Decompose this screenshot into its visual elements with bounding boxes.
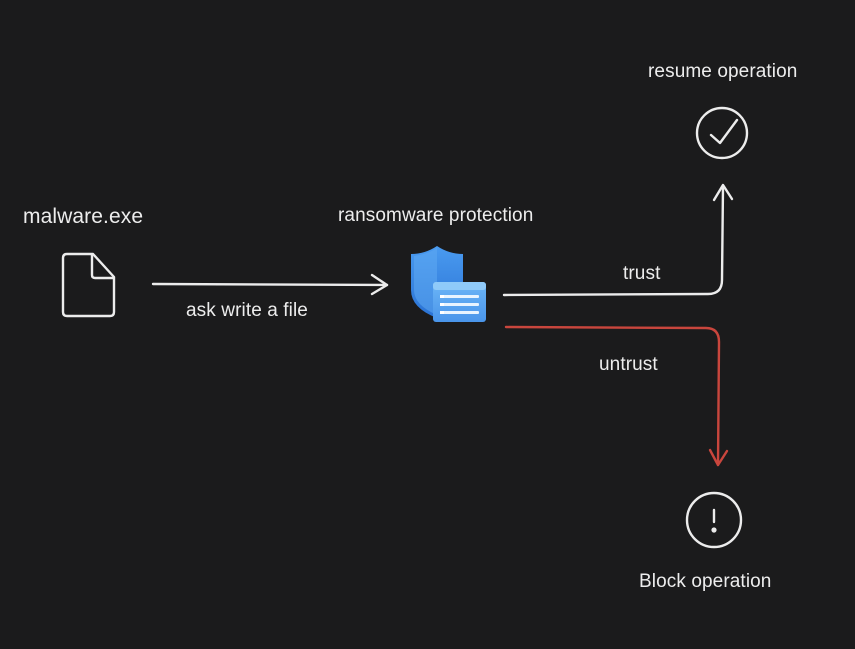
resume-operation-label: resume operation (648, 61, 798, 82)
shield-window-icon (411, 246, 486, 322)
request-edge-label: ask write a file (186, 300, 308, 321)
trust-arrow (502, 183, 734, 297)
block-operation-label: Block operation (639, 571, 772, 592)
malware-label: malware.exe (23, 205, 144, 228)
untrust-arrow (504, 325, 729, 467)
exclamation-circle-icon (685, 491, 743, 549)
ransomware-protection-label: ransomware protection (338, 205, 534, 226)
request-arrow (151, 273, 389, 296)
trust-edge-label: trust (623, 263, 661, 284)
file-icon (61, 252, 116, 318)
untrust-edge-label: untrust (599, 354, 658, 375)
check-circle-icon (695, 106, 749, 160)
